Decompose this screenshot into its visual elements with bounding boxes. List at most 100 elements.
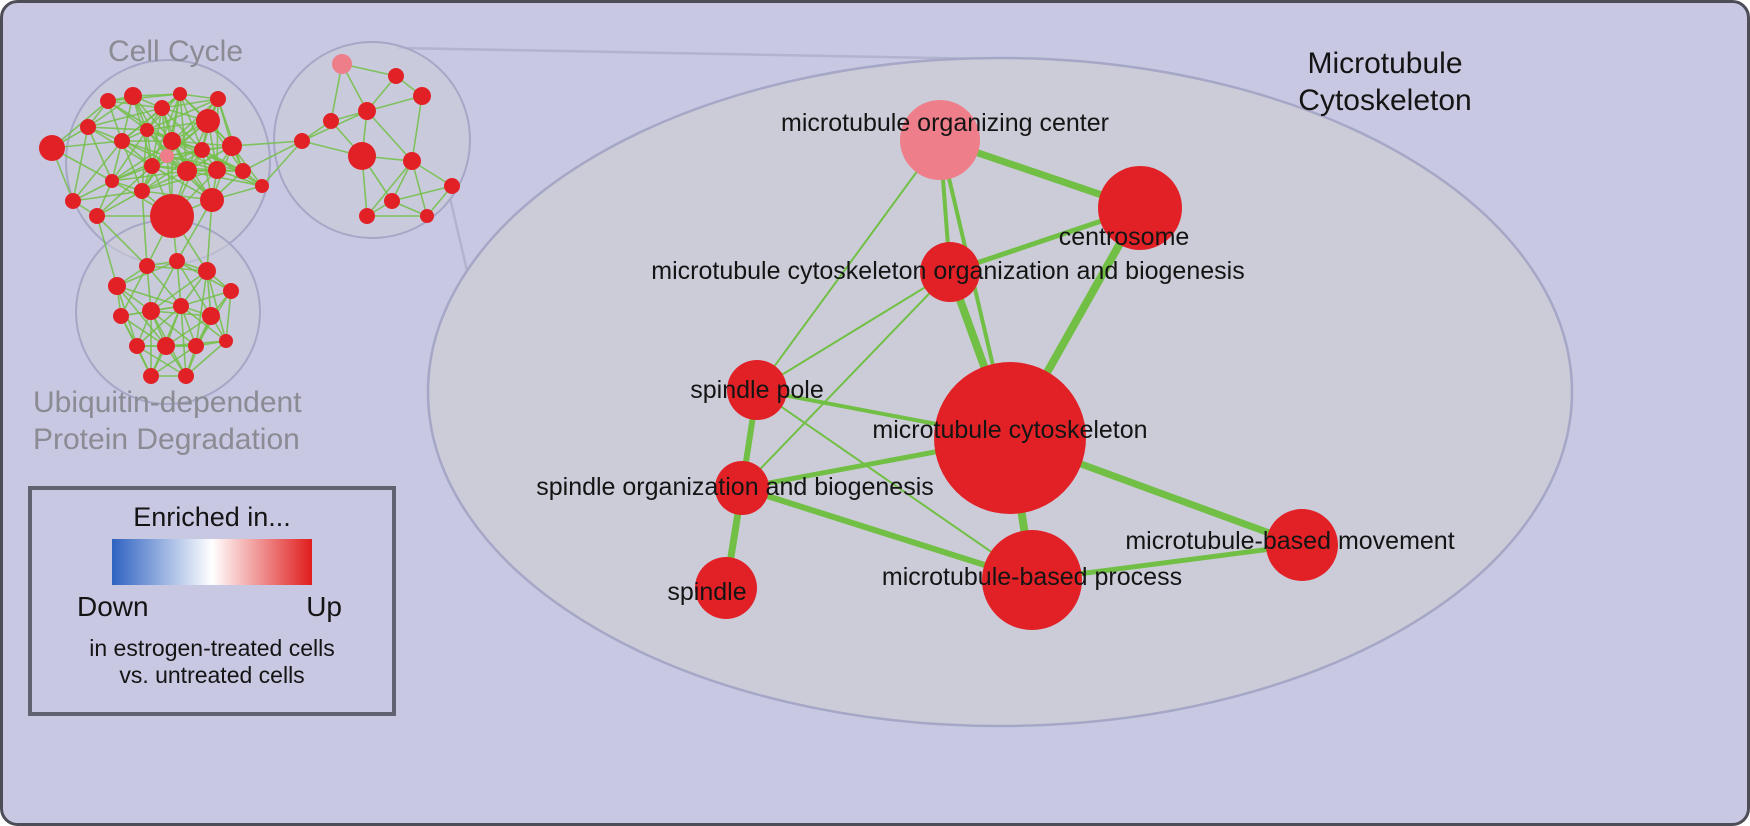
overview-node — [403, 152, 421, 170]
overview-node — [113, 308, 129, 324]
ubiquitin-title-line2: Protein Degradation — [33, 423, 300, 456]
overview-node — [198, 262, 216, 280]
overview-edge — [150, 260, 178, 312]
legend-up-label: Up — [306, 591, 342, 622]
node-spindle — [695, 557, 757, 619]
overview-edge — [180, 290, 232, 307]
node-org_bio — [920, 242, 980, 302]
overview-node — [222, 136, 242, 156]
overview-edge — [411, 95, 423, 162]
overview-node — [80, 119, 96, 135]
overview-node — [157, 337, 175, 355]
overview-node — [169, 253, 185, 269]
legend-gradient-bar — [112, 539, 312, 585]
overview-node — [129, 338, 145, 354]
overview-node — [200, 188, 224, 212]
overview-node — [160, 149, 174, 163]
legend-down-label: Down — [77, 591, 149, 622]
overview-edge — [87, 107, 163, 128]
overview-node — [100, 93, 116, 109]
overview-edge — [87, 126, 113, 182]
overview-node — [413, 87, 431, 105]
overview-node — [150, 194, 194, 238]
overview-edge — [96, 165, 153, 217]
overview-node — [444, 178, 460, 194]
overview-node — [348, 142, 376, 170]
edge-moc-spindle_pole — [756, 139, 941, 391]
overview-node — [359, 208, 375, 224]
overview-node — [384, 193, 400, 209]
overview-node — [89, 208, 105, 224]
edge-org_bio-spindle_org — [741, 271, 951, 489]
overview-edge — [136, 345, 187, 377]
overview-edge — [141, 190, 148, 267]
overview-edge — [111, 170, 188, 182]
overview-node — [143, 368, 159, 384]
overview-node — [255, 179, 269, 193]
overview-edge — [366, 110, 413, 162]
overview-node — [294, 133, 310, 149]
overview-edge — [261, 140, 303, 187]
microtubule-title-line2: Cytoskeleton — [1298, 84, 1472, 117]
overview-edge — [186, 170, 263, 187]
edge-spindle_org-mbp — [739, 485, 1035, 583]
overview-edge — [120, 265, 148, 317]
overview-node — [177, 161, 197, 181]
overview-edge — [96, 215, 118, 287]
overview-node — [173, 87, 187, 101]
overview-edge — [366, 160, 413, 217]
overview-edge — [72, 140, 123, 202]
overview-edge — [150, 270, 208, 312]
legend-subtitle-1: in estrogen-treated cells — [89, 635, 335, 661]
overview-node — [194, 142, 210, 158]
node-spindle_org — [715, 461, 769, 515]
overview-node — [388, 68, 404, 84]
overview-node — [124, 87, 142, 105]
overview-node — [39, 135, 65, 161]
edge-org_bio-spindle_pole — [756, 271, 951, 391]
node-mt_cyto — [934, 362, 1086, 514]
overview-edge — [206, 270, 227, 342]
node-label-spindle_pole: spindle pole — [690, 376, 823, 404]
overview-edge — [195, 270, 208, 347]
overview-edge — [96, 190, 143, 217]
overview-node — [178, 368, 194, 384]
overview-edge — [141, 169, 218, 192]
overview-edge — [111, 140, 173, 182]
overview-edge — [116, 285, 167, 347]
overview-edge — [242, 140, 303, 172]
overview-node — [332, 54, 352, 74]
overview-node — [202, 307, 220, 325]
node-moc — [900, 100, 980, 180]
overview-node — [140, 123, 154, 137]
overview-node — [163, 132, 181, 150]
legend-subtitle-2: vs. untreated cells — [119, 662, 305, 688]
overview-edge — [171, 98, 219, 142]
legend-axis-labels: Down Up — [32, 585, 392, 623]
overview-node — [134, 183, 150, 199]
node-mbp — [982, 530, 1082, 630]
overview-edge — [201, 149, 263, 187]
overview-edge — [225, 290, 232, 342]
overview-node — [108, 277, 126, 295]
overview-edge — [179, 93, 188, 172]
overview-edge — [72, 126, 89, 202]
overview-node — [235, 163, 251, 179]
overview-edge — [150, 345, 197, 377]
legend-title: Enriched in... — [133, 502, 291, 532]
overview-edge — [150, 310, 197, 347]
overview-edge — [146, 98, 219, 131]
node-label-mbm: microtubule-based movement — [1125, 527, 1454, 555]
overview-edge — [180, 305, 187, 377]
legend: Enriched in... Down Up in estrogen-treat… — [28, 486, 396, 716]
cluster-title-cell-cycle: Cell Cycle — [108, 35, 244, 68]
overview-edge — [151, 149, 203, 167]
node-label-org_bio: microtubule cytoskeleton organization an… — [651, 257, 1244, 285]
node-label-mbp: microtubule-based process — [882, 563, 1182, 591]
cluster-title-microtubule: Microtubule Cytoskeleton — [1253, 45, 1517, 119]
ubiquitin-title-line1: Ubiquitin-dependent — [33, 386, 302, 419]
overview-node — [142, 302, 160, 320]
overview-edge — [231, 140, 303, 147]
